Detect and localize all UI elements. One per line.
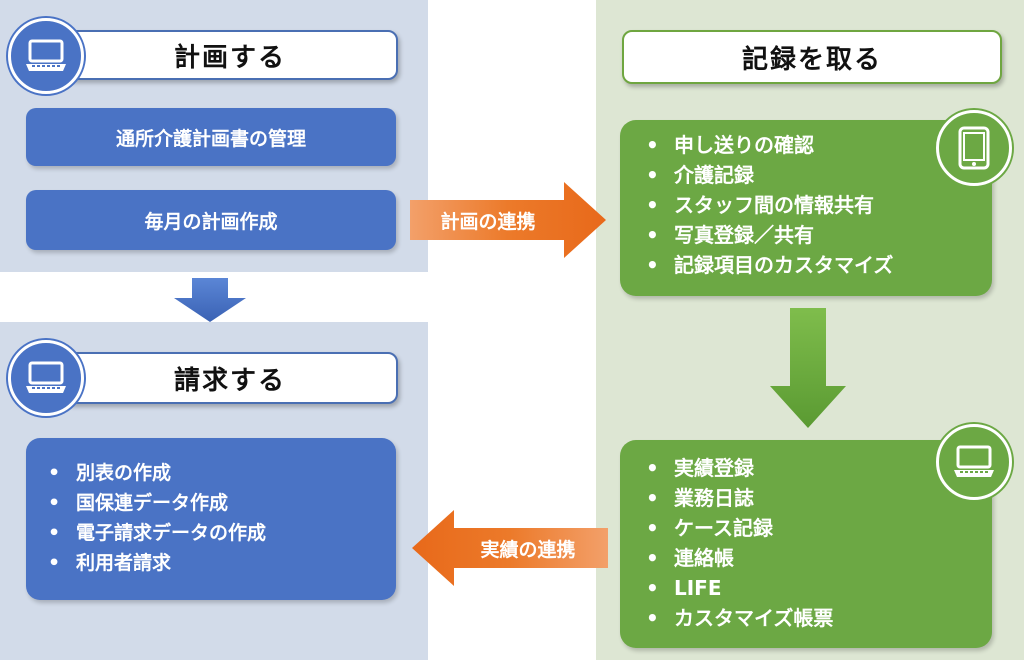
plan-laptop-icon <box>8 18 84 94</box>
list-item: スタッフ間の情報共有 <box>640 190 992 220</box>
list-item: 連絡帳 <box>640 543 992 573</box>
list-item: カスタマイズ帳票 <box>640 603 992 633</box>
results-laptop-icon <box>936 424 1012 500</box>
list-item: 業務日誌 <box>640 483 992 513</box>
results-items-box: 実績登録 業務日誌 ケース記録 連絡帳 LIFE カスタマイズ帳票 <box>620 440 992 648</box>
list-item: 実績登録 <box>640 453 992 483</box>
record-title: 記録を取る <box>741 44 882 75</box>
record-header: 記録を取る <box>622 30 1002 84</box>
plan-item-monthly: 毎月の計画作成 <box>26 190 396 250</box>
list-item: 記録項目のカスタマイズ <box>640 250 992 280</box>
billing-title: 請求する <box>173 365 286 396</box>
list-item: 介護記録 <box>640 160 992 190</box>
plan-item-care-plan: 通所介護計画書の管理 <box>26 108 396 166</box>
list-item: 国保連データ作成 <box>42 488 396 518</box>
plan-link-arrow <box>410 182 606 258</box>
record-items-box: 申し送りの確認 介護記録 スタッフ間の情報共有 写真登録／共有 記録項目のカスタ… <box>620 120 992 296</box>
record-list: 申し送りの確認 介護記録 スタッフ間の情報共有 写真登録／共有 記録項目のカスタ… <box>620 120 992 280</box>
billing-items-box: 別表の作成 国保連データ作成 電子請求データの作成 利用者請求 <box>26 438 396 600</box>
list-item: ケース記録 <box>640 513 992 543</box>
plan-to-billing-arrow <box>174 278 246 322</box>
billing-laptop-icon <box>8 340 84 416</box>
results-link-label: 実績の連携 <box>480 538 576 561</box>
record-to-results-arrow <box>770 308 846 428</box>
list-item: LIFE <box>640 573 992 603</box>
results-list: 実績登録 業務日誌 ケース記録 連絡帳 LIFE カスタマイズ帳票 <box>620 440 992 633</box>
list-item: 利用者請求 <box>42 548 396 578</box>
billing-header: 請求する <box>62 352 398 404</box>
plan-title: 計画する <box>173 42 286 73</box>
record-tablet-icon <box>936 110 1012 186</box>
list-item: 申し送りの確認 <box>640 130 992 160</box>
list-item: 電子請求データの作成 <box>42 518 396 548</box>
list-item: 別表の作成 <box>42 458 396 488</box>
plan-header: 計画する <box>62 30 398 80</box>
billing-list: 別表の作成 国保連データ作成 電子請求データの作成 利用者請求 <box>26 438 396 578</box>
results-link-arrow <box>412 510 608 586</box>
list-item: 写真登録／共有 <box>640 220 992 250</box>
plan-link-label: 計画の連携 <box>440 210 536 233</box>
